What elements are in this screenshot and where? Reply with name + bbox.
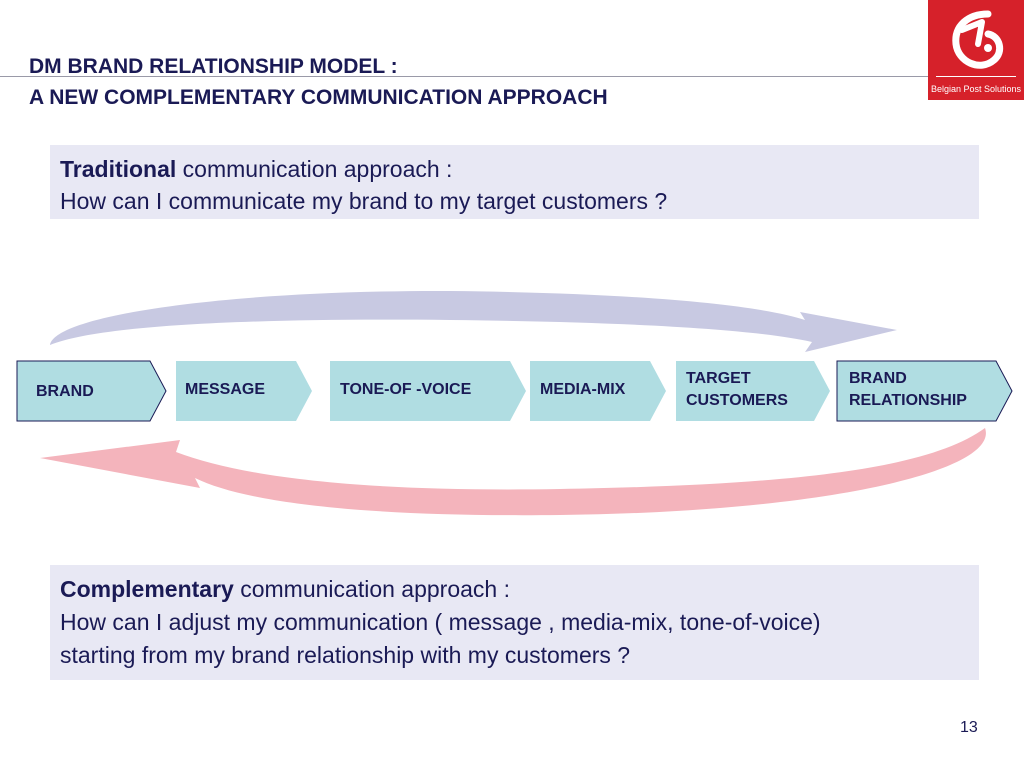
page-number: 13: [960, 719, 978, 736]
traditional-label-rest: communication approach :: [176, 156, 453, 182]
post-horn-icon: [936, 10, 1016, 77]
flow-step-message-shape: [176, 361, 312, 421]
traditional-question: How can I communicate my brand to my tar…: [60, 188, 668, 214]
belgian-post-logo: Belgian Post Solutions: [928, 0, 1024, 100]
complementary-label-rest: communication approach :: [233, 576, 510, 602]
flow-step-media-mix-shape: [530, 361, 666, 421]
complementary-question-line-2: starting from my brand relationship with…: [60, 642, 631, 668]
flow-step-brand-relationship-line-1: BRAND: [849, 370, 907, 387]
logo-caption: Belgian Post Solutions: [930, 84, 1022, 94]
flow-step-brand-relationship: BRAND RELATIONSHIP: [849, 368, 967, 412]
flow-step-media-mix: MEDIA-MIX: [540, 381, 626, 398]
title-divider: [0, 76, 928, 77]
flow-step-brand: BRAND: [36, 383, 94, 400]
complementary-approach-box: Complementary communication approach : H…: [50, 565, 979, 680]
flow-step-message: MESSAGE: [185, 381, 266, 398]
complementary-heading: Complementary communication approach :: [60, 573, 969, 606]
traditional-approach-box: Traditional communication approach : How…: [50, 145, 979, 219]
flow-step-brand-relationship-line-2: RELATIONSHIP: [849, 392, 967, 409]
slide-title-line-1: DM BRAND RELATIONSHIP MODEL :: [29, 55, 398, 78]
complementary-label: Complementary: [60, 576, 234, 602]
flow-step-brand-shape: [16, 360, 167, 422]
flow-step-tone-of-voice-shape: [330, 361, 526, 421]
feedback-arc-arrow: [40, 428, 986, 516]
flow-step-target-customers-line-1: TARGET: [686, 370, 751, 387]
flow-step-target-customers: TARGET CUSTOMERS: [686, 368, 788, 412]
traditional-label: Traditional: [60, 156, 177, 182]
flow-step-tone-of-voice: TONE-OF -VOICE: [340, 381, 472, 398]
forward-arc-arrow: [50, 290, 897, 352]
complementary-question-line-1: How can I adjust my communication ( mess…: [60, 609, 821, 635]
slide-title: DM BRAND RELATIONSHIP MODEL : A NEW COMP…: [29, 51, 608, 113]
traditional-heading: Traditional communication approach :: [60, 153, 969, 185]
flow-step-target-customers-line-2: CUSTOMERS: [686, 392, 788, 409]
slide-title-line-2: A NEW COMPLEMENTARY COMMUNICATION APPROA…: [29, 86, 608, 109]
flow-step-brand-relationship-shape: [836, 360, 1013, 422]
flow-step-target-customers-shape: [676, 361, 830, 421]
